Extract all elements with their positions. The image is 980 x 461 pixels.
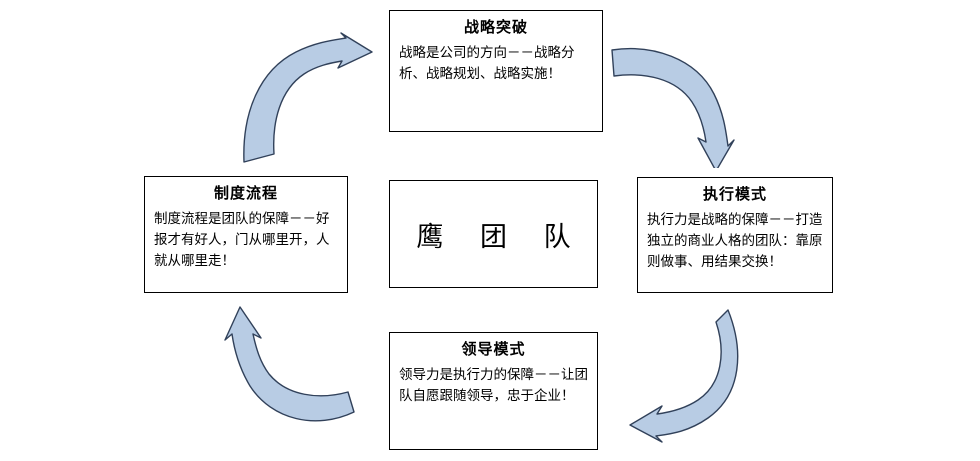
curved-arrow-execution-to-leadership xyxy=(629,309,739,443)
node-strategy-title: 战略突破 xyxy=(463,18,528,36)
node-institution[interactable]: 制度流程 制度流程是团队的保障－－好报才有好人，门从哪里开，人就从哪里走！ xyxy=(144,176,348,293)
node-institution-body: 制度流程是团队的保障－－好报才有好人，门从哪里开，人就从哪里走！ xyxy=(154,211,330,269)
node-leadership[interactable]: 领导模式 领导力是执行力的保障－－让团队自愿跟随领导，忠于企业！ xyxy=(389,332,598,450)
curved-arrow-institution-to-strategy xyxy=(243,32,373,163)
node-strategy-body: 战略是公司的方向－－战略分析、战略规划、战略实施！ xyxy=(399,45,575,82)
curved-arrow-leadership-to-institution xyxy=(224,306,355,422)
node-execution-body: 执行力是战略的保障－－打造独立的商业人格的团队：靠原则做事、用结果交换！ xyxy=(647,212,823,270)
node-strategy[interactable]: 战略突破 战略是公司的方向－－战略分析、战略规划、战略实施！ xyxy=(389,10,603,132)
node-execution-title: 执行模式 xyxy=(702,185,767,203)
node-center[interactable]: 鹰 团 队 xyxy=(389,180,598,288)
node-leadership-body: 领导力是执行力的保障－－让团队自愿跟随领导，忠于企业！ xyxy=(399,367,588,404)
node-leadership-title: 领导模式 xyxy=(461,340,526,358)
node-execution[interactable]: 执行模式 执行力是战略的保障－－打造独立的商业人格的团队：靠原则做事、用结果交换… xyxy=(637,177,833,293)
node-institution-title: 制度流程 xyxy=(213,184,278,202)
curved-arrow-strategy-to-execution xyxy=(611,47,735,168)
center-title: 鹰 团 队 xyxy=(416,221,585,253)
